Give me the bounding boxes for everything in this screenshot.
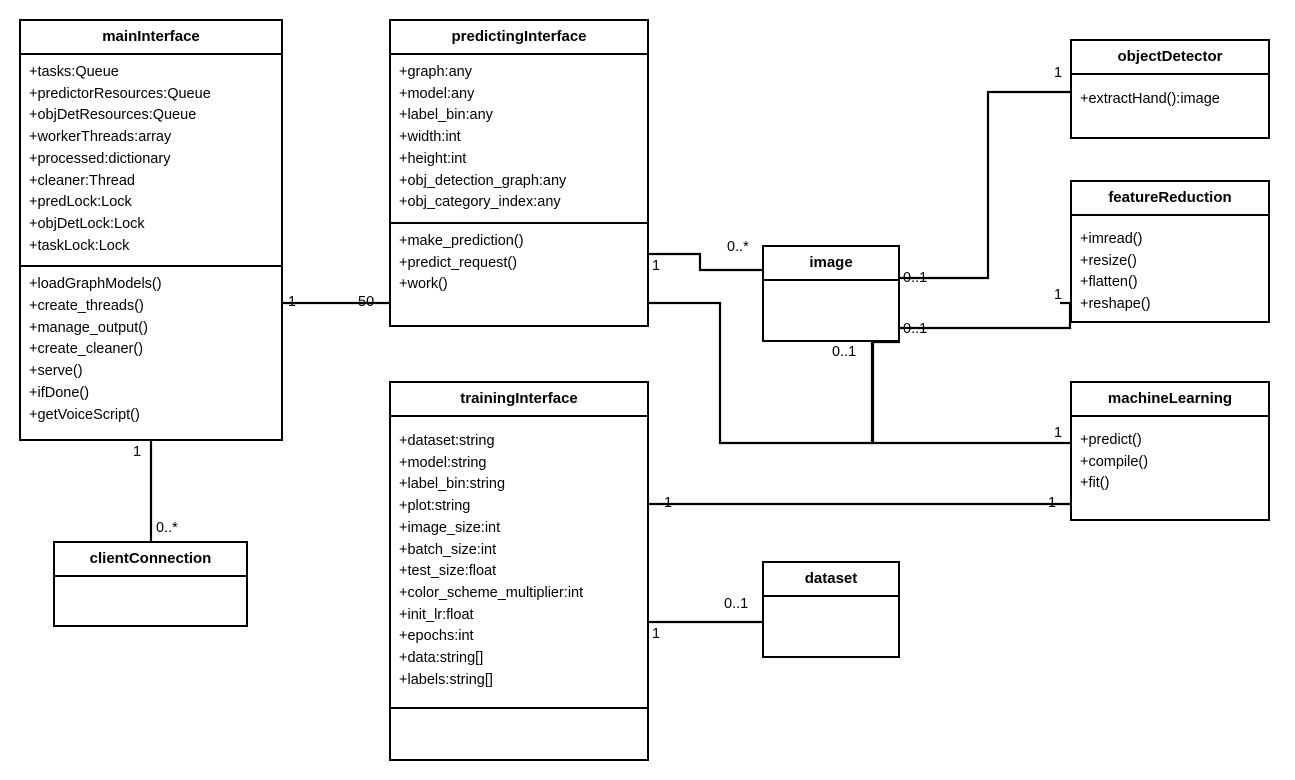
class-title-clientConnection: clientConnection	[55, 543, 246, 577]
multiplicity-train-right-ml: 1	[664, 495, 673, 511]
method-row: +create_threads()	[29, 298, 144, 315]
attributes-compartment-mainInterface: +tasks:Queue +predictorResources:Queue +…	[21, 55, 281, 268]
class-box-predictingInterface[interactable]: predictingInterface +graph:any +model:an…	[389, 19, 649, 327]
attribute-row: +init_lr:float	[399, 606, 474, 623]
attribute-row: +width:int	[399, 129, 461, 146]
attribute-row: +color_scheme_multiplier:int	[399, 584, 584, 601]
attribute-row: +data:string[]	[399, 650, 484, 667]
methods-compartment-machineLearning: +predict() +compile() +fit()	[1072, 417, 1268, 503]
attribute-row: +image_size:int	[399, 519, 501, 536]
attribute-row: +processed:dictionary	[29, 150, 171, 167]
method-row: +reshape()	[1080, 296, 1151, 313]
line-image-objdet	[900, 90, 1070, 280]
attribute-row: +taskLock:Lock	[29, 237, 130, 254]
attribute-row: +label_bin:any	[399, 107, 493, 124]
methods-compartment-objectDetector: +extractHand():image	[1072, 75, 1268, 119]
attributes-compartment-clientConnection	[55, 577, 246, 622]
multiplicity-dataset-left: 0..1	[724, 596, 749, 612]
method-row: +predict_request()	[399, 254, 518, 271]
attribute-row: +obj_category_index:any	[399, 194, 561, 211]
attributes-compartment-trainingInterface: +dataset:string +model:string +label_bin…	[391, 417, 647, 710]
class-box-clientConnection[interactable]: clientConnection	[53, 541, 248, 627]
multiplicity-image-bottom: 0..1	[832, 344, 857, 360]
class-box-objectDetector[interactable]: objectDetector +extractHand():image	[1070, 39, 1270, 139]
attribute-row: +label_bin:string	[399, 476, 506, 493]
attribute-row: +predLock:Lock	[29, 194, 132, 211]
method-row: +resize()	[1080, 252, 1137, 269]
attribute-row: +tasks:Queue	[29, 64, 119, 80]
attribute-row: +workerThreads:array	[29, 129, 172, 146]
class-title-trainingInterface: trainingInterface	[391, 383, 647, 417]
multiplicity-image-right-bot: 0..1	[903, 321, 928, 337]
class-title-predictingInterface: predictingInterface	[391, 21, 647, 55]
method-row: +manage_output()	[29, 319, 148, 336]
multiplicity-image-right-top: 0..1	[903, 270, 928, 286]
attribute-row: +obj_detection_graph:any	[399, 172, 567, 189]
multiplicity-pred-left: 50	[358, 294, 375, 310]
attribute-row: +predictorResources:Queue	[29, 85, 211, 102]
method-row: +loadGraphModels()	[29, 276, 162, 293]
multiplicity-image-left: 0..*	[727, 239, 749, 255]
multiplicity-client-top: 0..*	[156, 520, 178, 536]
attribute-row: +height:int	[399, 150, 467, 167]
method-row: +make_prediction()	[399, 232, 524, 249]
multiplicity-main-right: 1	[288, 294, 297, 310]
multiplicity-featred-left: 1	[1054, 287, 1063, 303]
method-row: +fit()	[1080, 475, 1110, 492]
attribute-row: +test_size:float	[399, 563, 497, 580]
attributes-compartment-predictingInterface: +graph:any +model:any +label_bin:any +wi…	[391, 55, 647, 224]
attributes-compartment-dataset	[764, 597, 898, 655]
methods-compartment-predictingInterface: +make_prediction() +predict_request() +w…	[391, 224, 647, 304]
class-box-dataset[interactable]: dataset	[762, 561, 900, 658]
methods-compartment-mainInterface: +loadGraphModels() +create_threads() +ma…	[21, 267, 281, 434]
attribute-row: +cleaner:Thread	[29, 172, 135, 189]
multiplicity-train-right-ds: 1	[652, 626, 661, 642]
methods-compartment-trainingInterface	[391, 709, 647, 754]
attribute-row: +plot:string	[399, 498, 471, 515]
method-row: +flatten()	[1080, 274, 1138, 291]
class-title-featureReduction: featureReduction	[1072, 182, 1268, 216]
method-row: +work()	[399, 276, 448, 293]
class-box-mainInterface[interactable]: mainInterface +tasks:Queue +predictorRes…	[19, 19, 283, 441]
method-row: +create_cleaner()	[29, 341, 144, 358]
method-row: +compile()	[1080, 453, 1149, 470]
method-row: +imread()	[1080, 231, 1143, 247]
attribute-row: +graph:any	[399, 64, 472, 80]
class-title-mainInterface: mainInterface	[21, 21, 281, 55]
class-box-featureReduction[interactable]: featureReduction +imread() +resize() +fl…	[1070, 180, 1270, 323]
method-row: +predict()	[1080, 432, 1142, 448]
class-title-dataset: dataset	[764, 563, 898, 597]
line-pred-image-a	[649, 252, 762, 272]
multiplicity-ml-left-top: 1	[1054, 425, 1063, 441]
multiplicity-main-bottom: 1	[133, 444, 142, 460]
multiplicity-pred-right-1: 1	[652, 258, 661, 274]
class-box-image[interactable]: image	[762, 245, 900, 342]
attribute-row: +model:any	[399, 85, 475, 102]
class-title-machineLearning: machineLearning	[1072, 383, 1268, 417]
method-row: +serve()	[29, 363, 83, 380]
attribute-row: +model:string	[399, 454, 487, 471]
class-box-machineLearning[interactable]: machineLearning +predict() +compile() +f…	[1070, 381, 1270, 521]
attributes-compartment-image	[764, 281, 898, 339]
multiplicity-objdet-left: 1	[1054, 65, 1063, 81]
method-row: +ifDone()	[29, 384, 90, 401]
attribute-row: +objDetLock:Lock	[29, 215, 145, 232]
class-title-objectDetector: objectDetector	[1072, 41, 1268, 75]
method-row: +extractHand():image	[1080, 91, 1220, 107]
attribute-row: +batch_size:int	[399, 541, 497, 558]
attribute-row: +epochs:int	[399, 628, 474, 645]
attribute-row: +labels:string[]	[399, 671, 493, 688]
class-box-trainingInterface[interactable]: trainingInterface +dataset:string +model…	[389, 381, 649, 761]
method-row: +getVoiceScript()	[29, 406, 140, 423]
class-title-image: image	[764, 247, 898, 281]
attribute-row: +objDetResources:Queue	[29, 107, 197, 124]
multiplicity-ml-left-bot: 1	[1048, 495, 1057, 511]
attribute-row: +dataset:string	[399, 433, 495, 449]
methods-compartment-featureReduction: +imread() +resize() +flatten() +reshape(…	[1072, 216, 1268, 324]
line-image-ml	[871, 340, 1070, 445]
